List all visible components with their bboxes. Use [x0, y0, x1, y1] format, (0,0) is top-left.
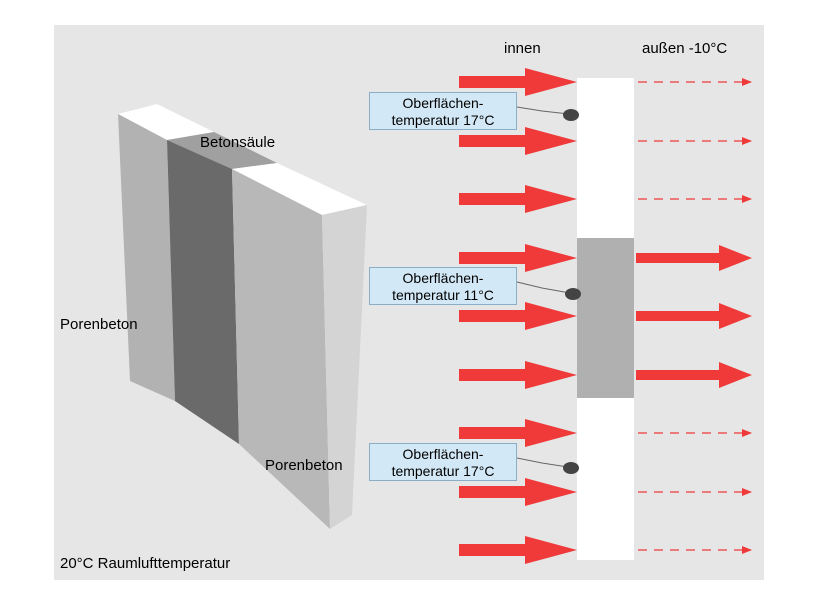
heat-arrow-in-4: [459, 244, 577, 272]
wall-section-diagram: [118, 68, 752, 564]
surface-temp-box-bottom-line2: temperatur 17°C: [391, 463, 495, 479]
label-outside: außen -10°C: [642, 40, 728, 57]
heat-arrows-inside: [459, 68, 577, 564]
section-aerated-bottom: [577, 398, 634, 560]
wall-3d-model: [118, 104, 367, 529]
label-aerated-concrete-left: Porenbeton: [60, 316, 138, 333]
surface-temp-box-middle-line2: temperatur 11°C: [392, 287, 494, 303]
leader-line-1: [516, 106, 570, 115]
heat-arrow-in-5: [459, 302, 577, 330]
surface-temp-box-top-line2: temperatur 17°C: [391, 112, 495, 128]
surface-temp-box-bottom: Oberflächen- temperatur 17°C: [369, 443, 517, 481]
aerated-slab-right-top: [232, 163, 367, 215]
aerated-slab-left-top: [118, 104, 214, 140]
heat-arrow-in-7: [459, 419, 577, 447]
aerated-slab-right-side: [322, 205, 367, 529]
measurement-points: [516, 106, 581, 474]
label-aerated-concrete-bottom: Porenbeton: [265, 457, 343, 474]
surface-temp-box-top-line1: Oberflächen-: [402, 95, 484, 111]
aerated-slab-right-front: [232, 169, 330, 529]
heat-arrow-in-8: [459, 478, 577, 506]
heat-arrow-in-2: [459, 127, 577, 155]
measurement-point-2: [565, 288, 581, 300]
label-inside: innen: [504, 40, 541, 57]
section-concrete-column: [577, 238, 634, 398]
label-concrete-column: Betonsäule: [200, 134, 276, 151]
heat-arrow-in-1: [459, 68, 577, 96]
heat-arrows-outside: [636, 78, 752, 554]
wall-cross-section: [577, 78, 634, 560]
surface-temp-box-bottom-line1: Oberflächen-: [402, 446, 484, 462]
concrete-column-top: [167, 132, 277, 169]
concrete-column-front: [167, 140, 239, 444]
section-aerated-top: [577, 78, 634, 238]
heat-loss-strong-2: [636, 303, 752, 329]
diagram-panel: innen außen -10°C Betonsäule Porenbeton …: [54, 25, 764, 580]
measurement-point-1: [563, 109, 579, 121]
heat-loss-strong-1: [636, 245, 752, 271]
leader-line-2: [516, 281, 571, 294]
heat-arrow-in-9: [459, 536, 577, 564]
surface-temp-box-middle: Oberflächen- temperatur 11°C: [369, 267, 517, 305]
heat-loss-strong-3: [636, 362, 752, 388]
surface-temp-box-middle-line1: Oberflächen-: [402, 270, 484, 286]
measurement-point-3: [563, 462, 579, 474]
heat-arrow-in-3: [459, 185, 577, 213]
aerated-slab-left-front: [118, 114, 175, 401]
label-room-temperature: 20°C Raumlufttemperatur: [60, 555, 231, 572]
heat-arrow-in-6: [459, 361, 577, 389]
leader-line-3: [516, 457, 569, 468]
surface-temp-box-top: Oberflächen- temperatur 17°C: [369, 92, 517, 130]
